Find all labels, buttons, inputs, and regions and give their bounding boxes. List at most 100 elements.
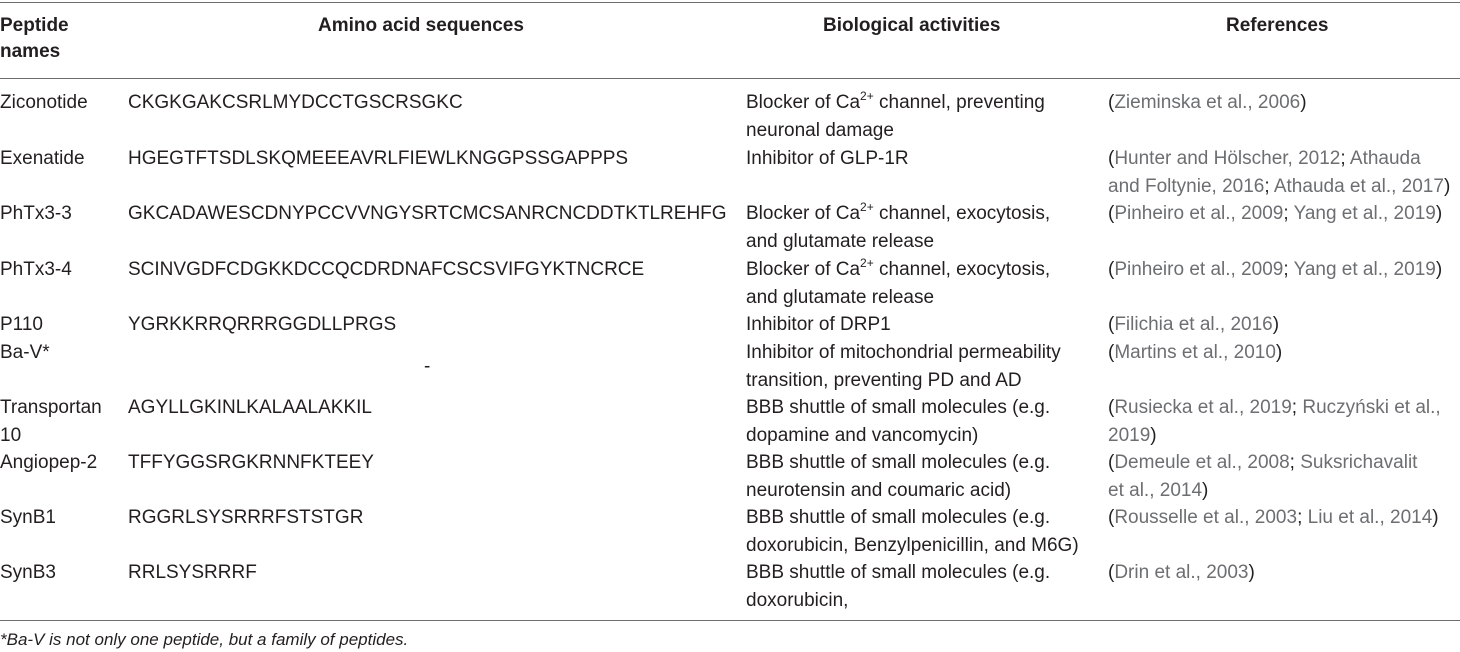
peptide-name: Ba-V* <box>0 342 50 363</box>
amino-acid-sequence: RRLSYSRRRF <box>128 562 257 583</box>
reference-punctuation: ) <box>1443 175 1451 197</box>
amino-acid-sequence: AGYLLGKINLKALAALAKKIL <box>128 397 372 418</box>
peptide-name: SynB1 <box>0 507 56 528</box>
reference-link[interactable]: Hunter and Hölscher, 2012 <box>1114 148 1341 169</box>
reference-line: (Demeule et al., 2008; Suksrichavalit <box>1108 449 1417 477</box>
biological-activity: Blocker of Ca2+ channel, exocytosis, <box>746 255 1051 280</box>
reference-punctuation: ( <box>1108 259 1115 280</box>
header-peptide-names: Peptide names <box>0 15 69 62</box>
reference-punctuation: ( <box>1108 314 1115 335</box>
reference-line: (Pinheiro et al., 2009; Yang et al., 201… <box>1108 256 1442 284</box>
reference-link[interactable]: Demeule et al., 2008 <box>1114 452 1290 473</box>
biological-activity: Inhibitor of DRP1 <box>746 314 891 335</box>
peptide-name: PhTx3-3 <box>0 203 72 224</box>
reference-link[interactable]: Pinheiro et al., 2009 <box>1114 259 1284 280</box>
biological-activity: Blocker of Ca2+ channel, exocytosis, <box>746 199 1051 224</box>
reference-link[interactable]: Yang et al., 2019 <box>1293 203 1436 224</box>
reference-punctuation: ; <box>1291 397 1303 418</box>
table-top-rule <box>0 2 1460 3</box>
reference-punctuation: ) <box>1272 314 1280 335</box>
biological-activity: BBB shuttle of small molecules (e.g. <box>746 562 1051 583</box>
reference-link[interactable]: Liu et al., 2014 <box>1307 507 1433 528</box>
table-footnote: *Ba-V is not only one peptide, but a fam… <box>0 630 409 649</box>
reference-punctuation: ( <box>1108 562 1115 583</box>
reference-punctuation: ; <box>1340 148 1350 169</box>
reference-punctuation: ( <box>1108 92 1115 113</box>
reference-link[interactable]: Suksrichavalit <box>1300 452 1418 473</box>
reference-link[interactable]: et al., 2014 <box>1108 479 1203 501</box>
reference-link[interactable]: Rusiecka et al., 2019 <box>1114 397 1292 418</box>
amino-acid-sequence: HGEGTFTSDLSKQMEEEAVRLFIEWLKNGGPSSGAPPPS <box>128 148 629 169</box>
reference-punctuation: ( <box>1108 397 1115 418</box>
charge-superscript: 2+ <box>860 255 874 270</box>
amino-acid-sequence: YGRKKRRQRRRGGDLLPRGS <box>128 314 397 335</box>
reference-link[interactable]: Filichia et al., 2016 <box>1114 314 1273 335</box>
amino-acid-sequence: SCINVGDFCDGKKDCCQCDRDNAFCSCSVIFGYKTNCRCE <box>128 259 645 280</box>
charge-superscript: 2+ <box>860 199 874 214</box>
reference-punctuation: ; <box>1283 203 1294 224</box>
reference-line: et al., 2014) <box>1108 477 1208 505</box>
peptide-name: 10 <box>0 424 22 446</box>
reference-line: (Hunter and Hölscher, 2012; Athauda <box>1108 145 1421 173</box>
reference-punctuation: ) <box>1435 203 1443 224</box>
reference-punctuation: ) <box>1275 342 1283 363</box>
reference-link[interactable]: Yang et al., 2019 <box>1293 259 1436 280</box>
biological-activity: and glutamate release <box>746 230 935 252</box>
reference-line: (Drin et al., 2003) <box>1108 559 1255 587</box>
reference-punctuation: ; <box>1264 175 1274 197</box>
reference-line: (Rousselle et al., 2003; Liu et al., 201… <box>1108 504 1439 532</box>
biological-activity: and glutamate release <box>746 286 935 308</box>
reference-punctuation: ) <box>1432 507 1439 528</box>
table-bottom-rule <box>0 620 1460 621</box>
amino-acid-sequence: GKCADAWESCDNYPCCVVNGYSRTCMCSANRCNCDDTKTL… <box>128 203 727 224</box>
amino-acid-sequence: TFFYGGSRGKRNNFKTEEY <box>128 452 374 473</box>
reference-link[interactable]: Pinheiro et al., 2009 <box>1114 203 1284 224</box>
biological-activity: BBB shuttle of small molecules (e.g. <box>746 507 1051 528</box>
reference-link[interactable]: 2019 <box>1108 424 1151 446</box>
reference-link[interactable]: Athauda et al., 2017 <box>1273 175 1444 197</box>
biological-activity: neurotensin and coumaric acid) <box>746 479 1012 501</box>
charge-superscript: 2+ <box>860 88 874 103</box>
reference-punctuation: ( <box>1108 203 1115 224</box>
reference-punctuation: ) <box>1150 424 1157 446</box>
reference-line: (Martins et al., 2010) <box>1108 339 1282 367</box>
reference-line: (Pinheiro et al., 2009; Yang et al., 201… <box>1108 200 1442 228</box>
biological-activity: Inhibitor of GLP-1R <box>746 148 909 169</box>
header-amino-acid-sequences: Amino acid sequences <box>318 15 524 36</box>
reference-punctuation: ; <box>1283 259 1294 280</box>
amino-acid-sequence: CKGKGAKCSRLMYDCCTGSCRSGKC <box>128 92 463 113</box>
reference-punctuation: ) <box>1300 92 1307 113</box>
biological-activity: transition, preventing PD and AD <box>746 369 1022 391</box>
peptide-name: Ziconotide <box>0 92 88 113</box>
reference-line: (Zieminska et al., 2006) <box>1108 89 1307 117</box>
reference-link[interactable]: and Foltynie, 2016 <box>1108 175 1265 197</box>
reference-line: 2019) <box>1108 422 1157 450</box>
biological-activity: dopamine and vancomycin) <box>746 424 979 446</box>
biological-activity: doxorubicin, Benzylpenicillin, and M6G) <box>746 534 1079 556</box>
peptide-name: P110 <box>0 314 43 335</box>
reference-link[interactable]: Rousselle et al., 2003 <box>1114 507 1298 528</box>
header-references: References <box>1226 15 1329 36</box>
peptide-name: Angiopep-2 <box>0 452 98 473</box>
reference-link[interactable]: Zieminska et al., 2006 <box>1114 92 1301 113</box>
reference-punctuation: ) <box>1248 562 1255 583</box>
reference-punctuation: ( <box>1108 452 1115 473</box>
reference-line: (Rusiecka et al., 2019; Ruczyński et al.… <box>1108 394 1441 422</box>
reference-punctuation: ; <box>1289 452 1301 473</box>
biological-activity: doxorubicin, <box>746 589 849 611</box>
reference-punctuation: ) <box>1435 259 1443 280</box>
reference-link[interactable]: Ruczyński et al., <box>1302 397 1441 418</box>
reference-link[interactable]: Drin et al., 2003 <box>1114 562 1249 583</box>
reference-link[interactable]: Athauda <box>1349 148 1421 169</box>
peptide-name: Transportan <box>0 397 102 418</box>
peptide-name: PhTx3-4 <box>0 259 72 280</box>
reference-punctuation: ( <box>1108 507 1115 528</box>
reference-link[interactable]: Martins et al., 2010 <box>1114 342 1276 363</box>
table-header-rule <box>0 78 1460 79</box>
header-biological-activities: Biological activities <box>823 15 1001 36</box>
peptide-name: SynB3 <box>0 562 56 583</box>
amino-acid-sequence: RGGRLSYSRRRFSTSTGR <box>128 507 364 528</box>
amino-acid-sequence: - <box>424 355 431 377</box>
biological-activity: Inhibitor of mitochondrial permeability <box>746 342 1061 363</box>
biological-activity: BBB shuttle of small molecules (e.g. <box>746 397 1051 418</box>
